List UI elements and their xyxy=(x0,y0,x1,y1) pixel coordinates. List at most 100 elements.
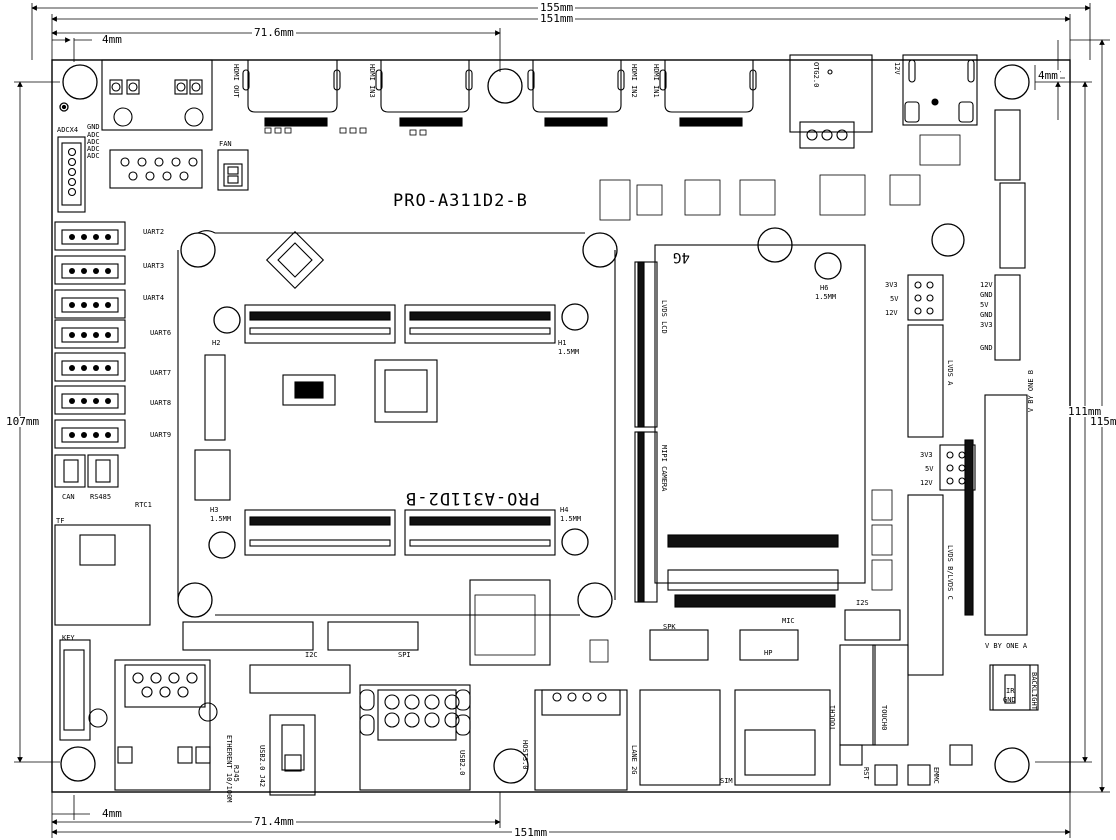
label-usb-j42: USB2.0 J42 xyxy=(258,745,266,788)
label-uart6: UART6 xyxy=(150,329,172,337)
label-h3-size: 1.5MM xyxy=(210,515,232,523)
label-mic: MIC xyxy=(782,617,795,625)
adc-pin-2: ADC xyxy=(87,138,100,146)
dim-hole-top-left: 4mm xyxy=(100,33,124,46)
core-module xyxy=(177,230,616,616)
label-h4-size: 1.5MM xyxy=(560,515,582,523)
power-pin-1: GND xyxy=(980,291,993,299)
label-uart3: UART3 xyxy=(143,262,165,270)
smd-components xyxy=(264,127,961,663)
label-h2: H2 xyxy=(212,339,221,347)
dim-overall-width: 155mm xyxy=(538,1,576,14)
adc-pin-1: ADC xyxy=(87,131,100,139)
power-pin-2: 5V xyxy=(980,301,989,309)
vsel-mid-0: 3V3 xyxy=(920,451,933,459)
adc-pin-4: ADC xyxy=(87,152,100,160)
label-spi: SPI xyxy=(398,651,411,659)
label-i2s: I2S xyxy=(856,599,869,607)
label-power-12v: 12V xyxy=(893,62,901,75)
top-left-connectors xyxy=(57,59,249,213)
dim-hdmi-offset: 71.6mm xyxy=(252,26,296,39)
label-h6-size: 1.5MM xyxy=(815,293,837,301)
dim-hole-bottom-left: 4mm xyxy=(100,807,124,820)
dim-hole-top-right: 4mm xyxy=(1036,69,1060,82)
label-rst: RST xyxy=(862,767,870,780)
label-adc: ADCX4 xyxy=(57,126,79,134)
uart-pins xyxy=(69,234,111,438)
core-module-label: PRO-A311D2-B xyxy=(405,488,540,508)
vsel-top-1: 5V xyxy=(890,295,899,303)
label-ethernet: ETHERENT 10/100M xyxy=(225,735,233,803)
label-uart8: UART8 xyxy=(150,399,172,407)
adc-pin-3: ADC xyxy=(87,145,100,153)
label-hdmi-in1: HDMI IN1 xyxy=(652,64,660,98)
label-tf: TF xyxy=(56,517,65,525)
ir-pin-0: GND xyxy=(1003,696,1016,704)
label-lvds-a: LVDS A xyxy=(946,360,954,386)
vsel-top-0: 3V3 xyxy=(885,281,898,289)
module-4g xyxy=(634,244,866,608)
label-touch1: TOUCH1 xyxy=(829,705,837,731)
label-emmc: EMMC xyxy=(932,767,940,784)
label-h1: H1 xyxy=(558,339,567,347)
right-headers xyxy=(907,109,1039,711)
label-fan: FAN xyxy=(219,140,232,148)
dim-right-height-outer: 115mm xyxy=(1088,416,1116,427)
board-title: PRO-A311D2-B xyxy=(393,191,528,211)
label-h3: H3 xyxy=(210,506,219,514)
bottom-left-connectors xyxy=(54,524,901,796)
label-h6: H6 xyxy=(820,284,829,292)
label-hdmi-in3: HDMI IN3 xyxy=(368,64,376,98)
uart-headers xyxy=(54,221,126,488)
board-outline xyxy=(51,59,1071,793)
otg-and-power-jack xyxy=(789,54,978,149)
dim-right-height-inner: 111mm xyxy=(1066,405,1104,418)
adc-pin-0: GND xyxy=(87,123,100,131)
dim-left-height: 107mm xyxy=(4,415,42,428)
label-v-by-one-b: V BY ONE B xyxy=(1027,370,1035,413)
dim-usb-offset: 71.4mm xyxy=(252,815,296,828)
power-pin-0: 12V xyxy=(980,281,993,289)
label-touch0: TOUCH0 xyxy=(880,705,888,731)
label-mipi-camera: MIPI CAMERA xyxy=(660,445,668,492)
label-can: CAN xyxy=(62,493,75,501)
label-rtc: RTC1 xyxy=(135,501,152,509)
hdmi-connectors xyxy=(242,60,757,127)
label-host: HOST3.0 xyxy=(521,740,529,770)
label-lane: LANE 2G xyxy=(630,745,638,775)
ir-pin-2: IR xyxy=(1006,687,1015,695)
label-hdmi-in2: HDMI IN2 xyxy=(630,64,638,98)
vsel-top-2: 12V xyxy=(885,309,898,317)
dim-board-width-top: 151mm xyxy=(538,12,576,25)
label-usb2: USB2.0 xyxy=(458,750,466,776)
label-4g: 4G xyxy=(673,249,690,265)
label-hdmi-out: HDMI OUT xyxy=(232,64,240,98)
power-pin-3: GND xyxy=(980,311,993,319)
label-uart4: UART4 xyxy=(143,294,165,302)
bga-chip xyxy=(265,230,325,290)
label-sim: SIM xyxy=(720,777,733,785)
label-lvds-bc: LVDS B/LVDS C xyxy=(946,545,954,600)
bottom-headers xyxy=(182,579,1031,786)
label-h4: H4 xyxy=(560,506,569,514)
label-spk: SPK xyxy=(663,623,676,631)
vsel-mid-1: 5V xyxy=(925,465,934,473)
dim-board-width-bottom: 151mm xyxy=(512,826,550,839)
label-uart9: UART9 xyxy=(150,431,172,439)
label-uart2: UART2 xyxy=(143,228,165,236)
label-rj45: RJ45 xyxy=(232,765,240,782)
power-pin-4: 3V3 xyxy=(980,321,993,329)
label-backlight: BACKLIGHT xyxy=(1030,672,1038,710)
label-key: KEY xyxy=(62,634,75,642)
vsel-mid-2: 12V xyxy=(920,479,933,487)
label-otg: OTG2.0 xyxy=(812,62,820,88)
label-lvds-lcd: LVDS LCD xyxy=(660,300,668,334)
label-uart7: UART7 xyxy=(150,369,172,377)
label-v-by-one-a: V BY ONE A xyxy=(985,642,1028,650)
label-h1-size: 1.5MM xyxy=(558,348,580,356)
power-pin-5: GND xyxy=(980,344,993,352)
label-rs485: RS485 xyxy=(90,493,112,501)
label-i2c: I2C xyxy=(305,651,318,659)
label-hp: HP xyxy=(764,649,773,657)
